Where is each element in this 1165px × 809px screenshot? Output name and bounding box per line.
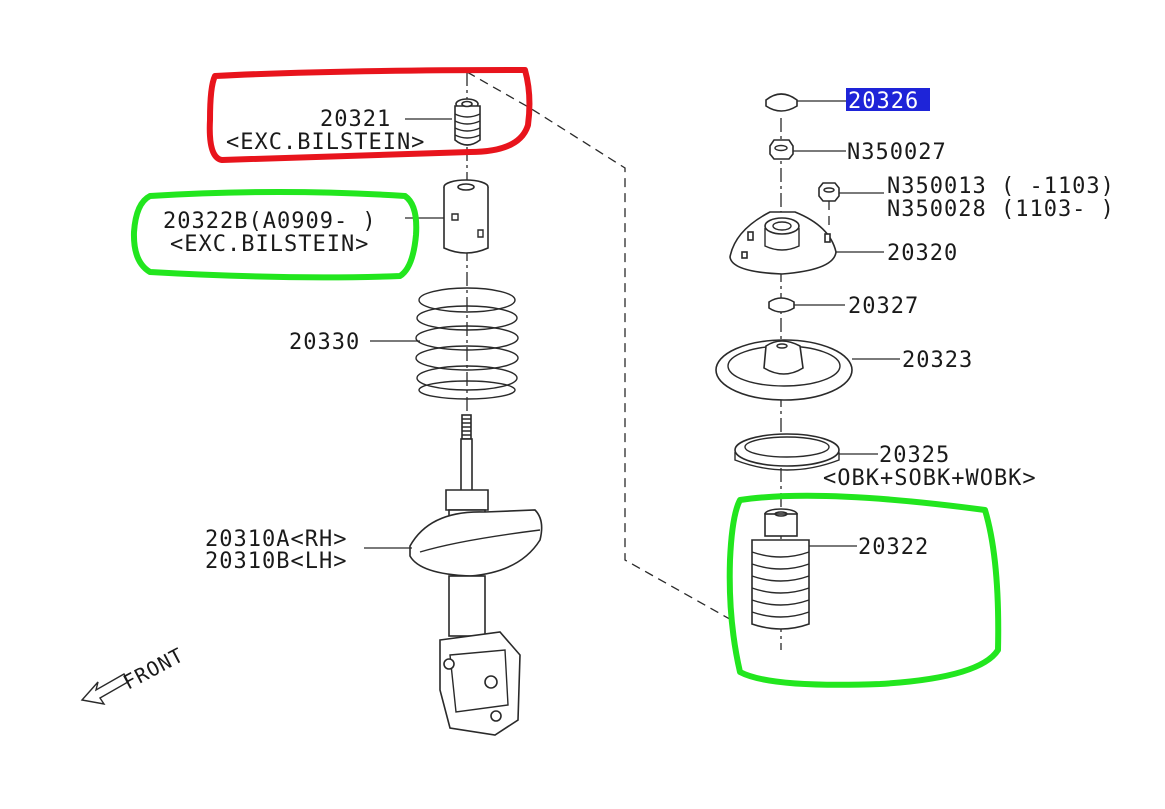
- label-20325: 20325: [879, 443, 950, 468]
- spring-seat-20323-part: [715, 339, 853, 401]
- front-label: FRONT: [119, 643, 188, 695]
- boot-20322b-part: [443, 179, 489, 254]
- highlight-20326-box: [846, 88, 930, 111]
- label-20322b: 20322B(A0909- ): [163, 209, 377, 234]
- green-highlight-circle-right: [726, 492, 1002, 688]
- nut-n350013-part: [818, 182, 840, 226]
- label-20320: 20320: [887, 241, 958, 266]
- label-20323: 20323: [902, 348, 973, 373]
- label-n350013: N350013 ( -1103): [887, 174, 1115, 199]
- label-20326[interactable]: 20326: [848, 89, 919, 114]
- bump-stop-20321-part: [454, 98, 481, 146]
- label-20310b: 20310B<LH>: [205, 549, 347, 574]
- washer-20327-part: [768, 297, 795, 313]
- label-n350027: N350027: [847, 140, 947, 165]
- red-highlight-circle: [206, 67, 533, 163]
- label-20330: 20330: [289, 330, 360, 355]
- label-20327: 20327: [848, 294, 919, 319]
- assembly-link-line: [466, 71, 736, 623]
- label-20325-note: <OBK+SOBK+WOBK>: [823, 466, 1037, 491]
- label-20322b-note: <EXC.BILSTEIN>: [170, 232, 369, 257]
- coil-spring-20330-part: [415, 287, 519, 400]
- strut-20310-part: [409, 414, 543, 736]
- label-20321: 20321: [320, 107, 391, 132]
- cap-20326-part: [765, 93, 798, 112]
- label-20310a: 20310A<RH>: [205, 527, 347, 552]
- label-20322: 20322: [858, 535, 929, 560]
- front-arrow-icon: [80, 673, 129, 705]
- green-highlight-circle-left: [130, 189, 420, 281]
- label-n350028: N350028 (1103- ): [887, 197, 1115, 222]
- top-mount-20320-part: [729, 211, 837, 275]
- label-20321-note: <EXC.BILSTEIN>: [226, 130, 425, 155]
- rubber-seat-20325-part: [734, 433, 840, 471]
- nut-n350027-part: [769, 139, 794, 160]
- bellows-boot-20322-part: [751, 508, 810, 630]
